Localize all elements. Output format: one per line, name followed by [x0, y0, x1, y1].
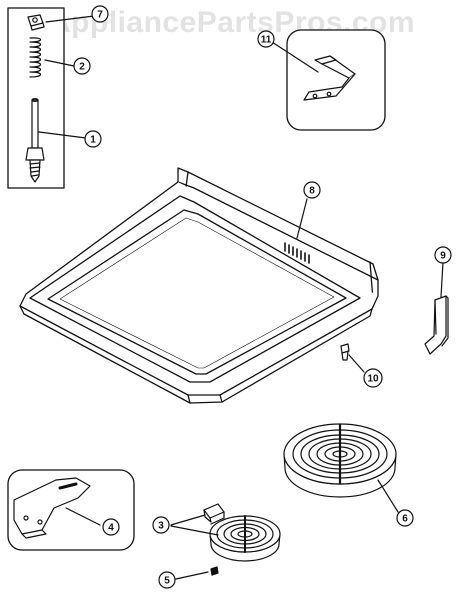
callout-7: 7 — [91, 5, 109, 23]
hinge-bracket — [13, 477, 91, 539]
callout-5: 5 — [158, 571, 176, 589]
callout-2: 2 — [73, 57, 91, 75]
spring — [29, 37, 42, 78]
svg-text:4: 4 — [108, 523, 114, 534]
large-burner — [283, 423, 399, 513]
side-clip — [424, 261, 449, 355]
stud — [25, 97, 45, 183]
callout-4: 4 — [102, 518, 120, 536]
svg-text:6: 6 — [402, 514, 408, 525]
callout-3: 3 — [152, 516, 170, 534]
hinge-bracket-box — [7, 469, 135, 551]
stud-assembly-box — [7, 7, 95, 189]
svg-text:10: 10 — [367, 374, 379, 385]
callout-1: 1 — [84, 130, 102, 148]
svg-text:8: 8 — [309, 186, 315, 197]
mounting-bracket — [303, 55, 356, 101]
svg-text:7: 7 — [97, 10, 103, 21]
callout-9: 9 — [434, 246, 452, 264]
callout-8: 8 — [303, 181, 321, 199]
svg-text:1: 1 — [90, 135, 96, 146]
small-burner — [170, 503, 281, 562]
callout-10: 10 — [363, 368, 383, 388]
cooktop-frame — [19, 167, 379, 404]
svg-text:11: 11 — [261, 35, 272, 46]
callout-11: 11 — [257, 30, 275, 48]
callout-6: 6 — [396, 509, 414, 527]
cap-nut — [27, 14, 45, 31]
small-screw — [340, 343, 365, 373]
vent-slots — [284, 242, 310, 264]
svg-text:3: 3 — [158, 521, 164, 532]
svg-text:2: 2 — [79, 62, 85, 73]
tiny-screw — [175, 566, 219, 580]
svg-text:5: 5 — [164, 576, 170, 587]
bracket-box — [271, 29, 386, 131]
svg-text:9: 9 — [440, 251, 446, 262]
